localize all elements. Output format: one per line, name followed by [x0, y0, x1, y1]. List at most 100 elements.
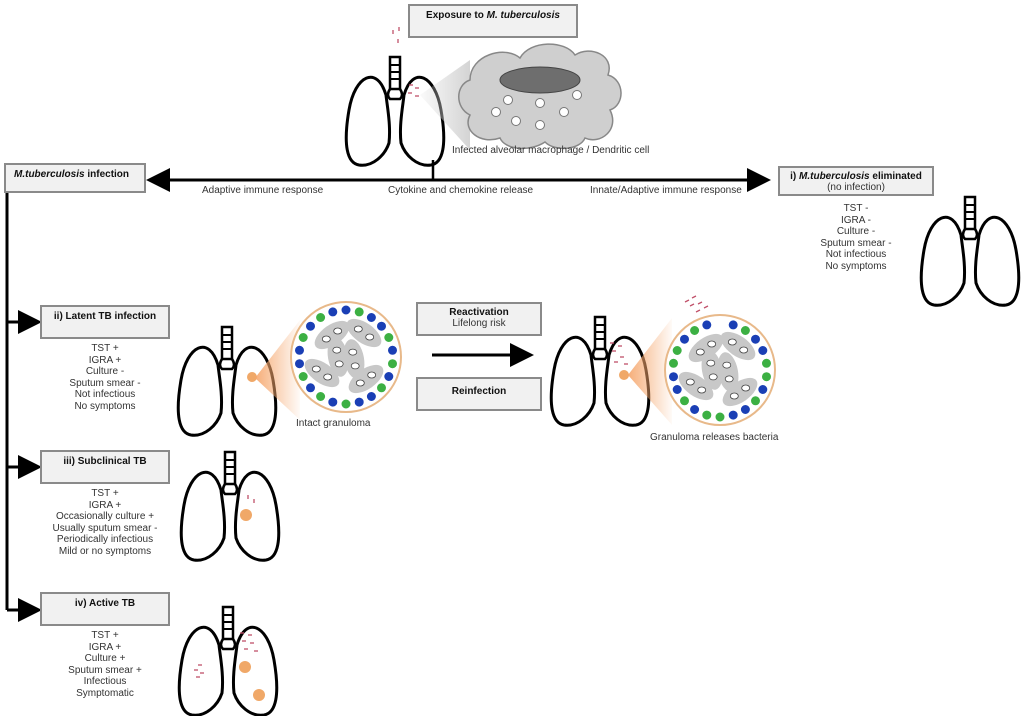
lymphocyte-blue [353, 396, 365, 408]
eliminated-prefix: i) [790, 171, 800, 182]
lymphocyte-green [689, 325, 701, 336]
bacterium [685, 378, 695, 386]
exposure-box: Exposure to M. tuberculosis [408, 4, 578, 38]
macrophage-cell [678, 371, 714, 401]
eliminated-organism: M.tuberculosis [799, 171, 870, 182]
zoom-cone-macrophage [420, 60, 470, 150]
test-item: No symptoms [74, 400, 136, 412]
test-item: IGRA + [88, 499, 122, 511]
lymphocyte-blue [365, 312, 377, 323]
test-item: Not infectious [825, 249, 887, 260]
macrophage-cell [304, 358, 340, 388]
lymphocyte-green [701, 409, 713, 421]
active-title: iv) Active TB [74, 598, 136, 609]
lymphocyte-blue [383, 371, 395, 382]
macrophage-label: Infected alveolar macrophage / Dendritic… [452, 145, 650, 156]
label-innate: Innate/Adaptive immune response [590, 185, 742, 196]
lymphocyte-blue [671, 384, 683, 395]
lymphocyte-blue [727, 319, 739, 331]
bacterium [706, 359, 716, 367]
eliminated-tests: TST - IGRA - Culture - Sputum smear - No… [790, 203, 922, 272]
test-item: IGRA + [88, 641, 122, 653]
active-tests: TST + IGRA + Culture + Sputum smear + In… [40, 630, 170, 699]
bacterium [739, 346, 749, 354]
lymphocyte-green [761, 357, 772, 369]
macrophage-cell [327, 337, 349, 377]
bacterium [350, 362, 360, 370]
active-box: iv) Active TB [40, 592, 170, 626]
test-item: IGRA + [88, 354, 122, 366]
test-item: Culture + [84, 653, 126, 664]
bacterium [348, 348, 358, 356]
test-item: No symptoms [825, 260, 887, 272]
lymphocyte-blue [376, 320, 387, 332]
zoom-cone-latent [255, 320, 300, 420]
label-granuloma-releases: Granuloma releases bacteria [650, 432, 779, 443]
test-item: Culture - [836, 226, 876, 237]
subclinical-tests: TST + IGRA + Occasionally culture + Usua… [34, 488, 176, 557]
lymphocyte-blue [327, 396, 339, 408]
macrophage-cell [688, 333, 724, 363]
lymphocyte-blue [739, 404, 751, 415]
test-item: Symptomatic [76, 687, 134, 699]
macrophage-cell [722, 377, 758, 407]
lymphocyte-blue [679, 333, 690, 345]
bacterium [323, 373, 333, 381]
zoom-cone-reactivated [628, 318, 672, 425]
reinfection-title: Reinfection [451, 386, 507, 397]
bacterium [333, 327, 343, 335]
infection-box: M.tuberculosis infection [4, 163, 146, 193]
lymphocyte-blue [365, 391, 377, 402]
infection-organism: M.tuberculosis [14, 169, 85, 180]
lungs-active [177, 605, 279, 716]
bacterium [367, 371, 377, 379]
lymphocyte-green [679, 395, 690, 407]
test-item: TST - [843, 203, 869, 214]
bacterium [334, 360, 344, 368]
bacterium [332, 346, 342, 354]
lymphocyte-green [668, 357, 679, 369]
lymphocyte-blue [757, 345, 769, 356]
latent-tests: TST + IGRA + Culture - Sputum smear - No… [40, 343, 170, 412]
macrophage-cell [343, 339, 365, 379]
lungs-eliminated [919, 195, 1021, 307]
reactivation-title: Reactivation [449, 307, 509, 318]
lymphocyte-green [376, 382, 387, 394]
infection-suffix: infection [84, 169, 130, 180]
lymphocyte-green [671, 345, 683, 356]
test-item: Periodically infectious [56, 534, 154, 545]
lymphocyte-green [297, 332, 309, 343]
macrophage-cell [701, 350, 723, 390]
lymphocyte-blue [701, 319, 713, 331]
lymphocyte-green [353, 306, 365, 318]
lymphocyte-blue [340, 304, 352, 316]
lymphocyte-blue [727, 409, 739, 421]
eliminated-suffix: eliminated [869, 171, 922, 182]
bacterium [722, 361, 732, 369]
reactivation-box: Reactivation Lifelong risk [416, 302, 542, 336]
reactivation-subtitle: Lifelong risk [452, 318, 506, 329]
subclinical-title: iii) Subclinical TB [63, 456, 147, 467]
macrophage-cell [720, 331, 756, 361]
reinfection-box: Reinfection [416, 377, 542, 411]
lymphocyte-green [761, 371, 772, 383]
bacterium [353, 325, 363, 333]
bacterium [311, 365, 321, 373]
macrophage-cell [717, 352, 739, 392]
lymphocyte-green [340, 398, 352, 410]
label-intact-granuloma: Intact granuloma [296, 418, 371, 429]
bacterium [727, 338, 737, 346]
granuloma-intact [290, 301, 402, 413]
bacterium [708, 373, 718, 381]
lymphocyte-blue [327, 306, 339, 318]
test-item: TST + [91, 630, 119, 641]
lymphocyte-green [750, 395, 761, 407]
label-adaptive: Adaptive immune response [202, 185, 324, 196]
bacterium [321, 335, 331, 343]
exposure-prefix: Exposure to [426, 10, 487, 21]
test-item: Culture - [85, 366, 125, 377]
lungs-subclinical [179, 450, 281, 562]
macrophage-cloud [458, 43, 622, 150]
bacterium [365, 333, 375, 341]
